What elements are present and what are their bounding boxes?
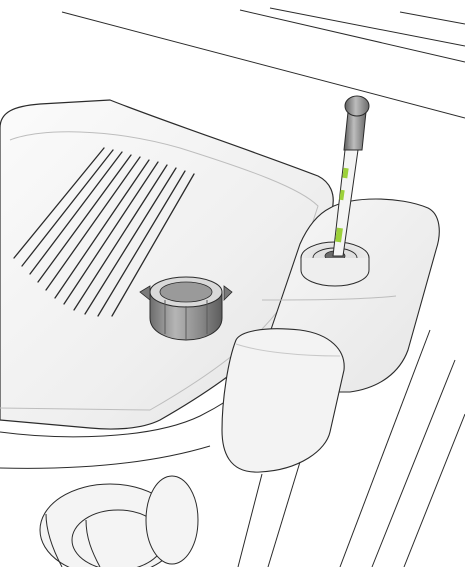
hoses xyxy=(221,328,465,567)
dipstick-handle xyxy=(343,95,370,151)
bay-outline-lines xyxy=(61,7,465,119)
dipstick-tube xyxy=(300,241,370,287)
alternator-pulleys xyxy=(39,475,199,567)
cover-ribs xyxy=(13,147,195,317)
oil-mark-lower xyxy=(335,227,343,243)
oil-mark-upper xyxy=(342,167,349,179)
oil-mark-middle xyxy=(339,189,345,201)
oil-filler-cap xyxy=(139,276,233,341)
